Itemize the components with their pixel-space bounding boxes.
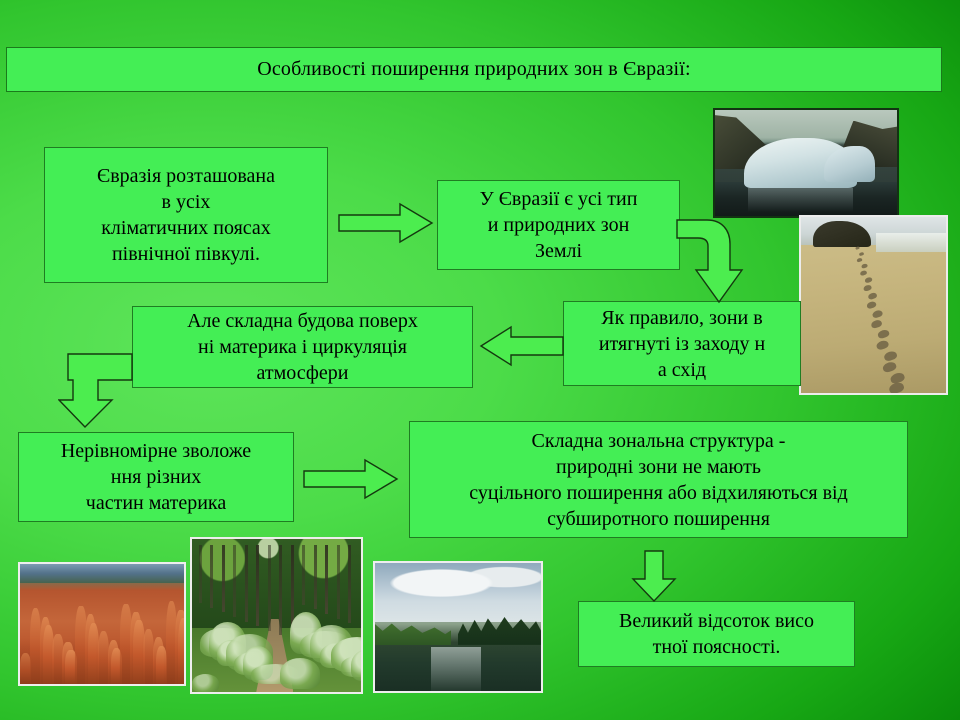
footprint — [876, 328, 891, 340]
canyon-ridge — [20, 564, 184, 584]
page-title: Особливості поширення природних зон в Єв… — [257, 58, 691, 80]
footprint — [856, 257, 863, 263]
footprint — [875, 339, 890, 351]
forest-trunk — [267, 545, 271, 631]
forest-trunk — [348, 545, 352, 624]
footprint — [870, 318, 883, 330]
photo-canyon — [18, 562, 186, 686]
canyon-hoodoo — [42, 625, 55, 684]
forest-bush — [350, 649, 361, 682]
canyon-hoodoo — [52, 633, 64, 684]
forest-trunk — [244, 545, 248, 622]
forest-trunk — [336, 545, 340, 619]
canyon-hoodoo — [20, 652, 32, 684]
iceberg-reflection — [747, 188, 854, 212]
photo-sand — [799, 215, 948, 395]
statement-box-complex-zonal-structure-text: Складна зональна структура - природні зо… — [469, 429, 848, 530]
statement-box-eurasia-location: Євразія розташована в усіх кліматичних п… — [44, 147, 328, 283]
canyon-hoodoo — [143, 628, 155, 684]
canyon-hoodoo — [165, 601, 178, 684]
statement-box-eurasia-location-text: Євразія розташована в усіх кліматичних п… — [97, 165, 275, 265]
footprint — [859, 269, 868, 277]
arrow-box5-to-box6 — [303, 456, 399, 502]
forest-bush — [279, 658, 321, 689]
river-sky — [375, 563, 541, 622]
photo-forest — [190, 537, 363, 694]
footprint — [866, 300, 877, 310]
river-reflection — [431, 647, 482, 691]
statement-box-altitudinal-zonality-text: Великий відсоток висо тної поясності. — [618, 610, 815, 658]
canyon-hoodoo — [29, 608, 42, 684]
canyon-hoodoo — [178, 618, 184, 684]
statement-box-relief-circulation: Але складна будова поверх ні материка і … — [132, 306, 473, 388]
canyon-hoodoo — [65, 650, 77, 684]
footprint — [862, 284, 873, 292]
slide-title-bar: Особливості поширення природних зон в Єв… — [6, 47, 942, 92]
arrow-box1-to-box2 — [338, 200, 434, 246]
statement-box-complex-zonal-structure: Складна зональна структура - природні зо… — [409, 421, 908, 538]
canyon-hoodoo — [155, 645, 168, 684]
forest-trunk — [256, 545, 260, 627]
footprint — [881, 360, 898, 374]
footprint — [887, 380, 906, 393]
footprint — [867, 291, 878, 301]
footprint — [871, 309, 884, 319]
forest-trunk — [290, 545, 294, 640]
forest-trunk — [221, 545, 225, 613]
arrow-box4-to-box5 — [58, 328, 142, 430]
forest-canopy — [192, 539, 361, 628]
statement-box-uneven-moisture-text: Нерівномірне зволоже ння різних частин м… — [60, 440, 252, 514]
photo-iceberg — [713, 108, 899, 218]
forest-trunk — [313, 545, 317, 610]
forest-trunk — [325, 545, 329, 614]
footprint — [858, 251, 865, 257]
canyon-hoodoo — [110, 648, 122, 684]
arrow-box6-to-box7 — [630, 549, 678, 603]
canyon-hoodoo — [133, 620, 145, 684]
forest-bush — [192, 673, 220, 692]
iceberg-mass-secondary — [824, 146, 876, 183]
statement-box-all-zone-types: У Євразії є усі тип и природних зон Земл… — [437, 180, 680, 270]
forest-trunk — [233, 545, 237, 618]
statement-box-relief-circulation-text: Але складна будова поверх ні материка і … — [187, 310, 418, 384]
footprint — [864, 276, 873, 284]
canyon-hoodoo — [97, 631, 110, 684]
river-trees-left — [375, 623, 452, 648]
forest-trunk — [279, 545, 283, 636]
statement-box-all-zone-types-text: У Євразії є усі тип и природних зон Земл… — [479, 188, 638, 262]
beach-surf — [876, 232, 946, 253]
footprint — [883, 349, 898, 363]
forest-trunk — [198, 545, 202, 604]
forest-trunk — [210, 545, 214, 608]
photo-river — [373, 561, 543, 693]
statement-box-uneven-moisture: Нерівномірне зволоже ння різних частин м… — [18, 432, 294, 522]
statement-box-west-east-zones: Як правило, зони в итягнуті із заходу н … — [563, 301, 801, 386]
forest-trunk — [302, 545, 306, 605]
footprint — [855, 246, 860, 250]
footprint — [860, 263, 869, 269]
statement-box-altitudinal-zonality: Великий відсоток висо тної поясності. — [578, 601, 855, 667]
arrow-box3-to-box4 — [479, 324, 565, 368]
canyon-hoodoo — [120, 603, 132, 684]
statement-box-west-east-zones-text: Як правило, зони в итягнуті із заходу н … — [598, 306, 766, 381]
canyon-hoodoo — [75, 606, 87, 684]
canyon-hoodoo — [87, 622, 100, 684]
arrow-box2-to-box3 — [676, 218, 756, 304]
